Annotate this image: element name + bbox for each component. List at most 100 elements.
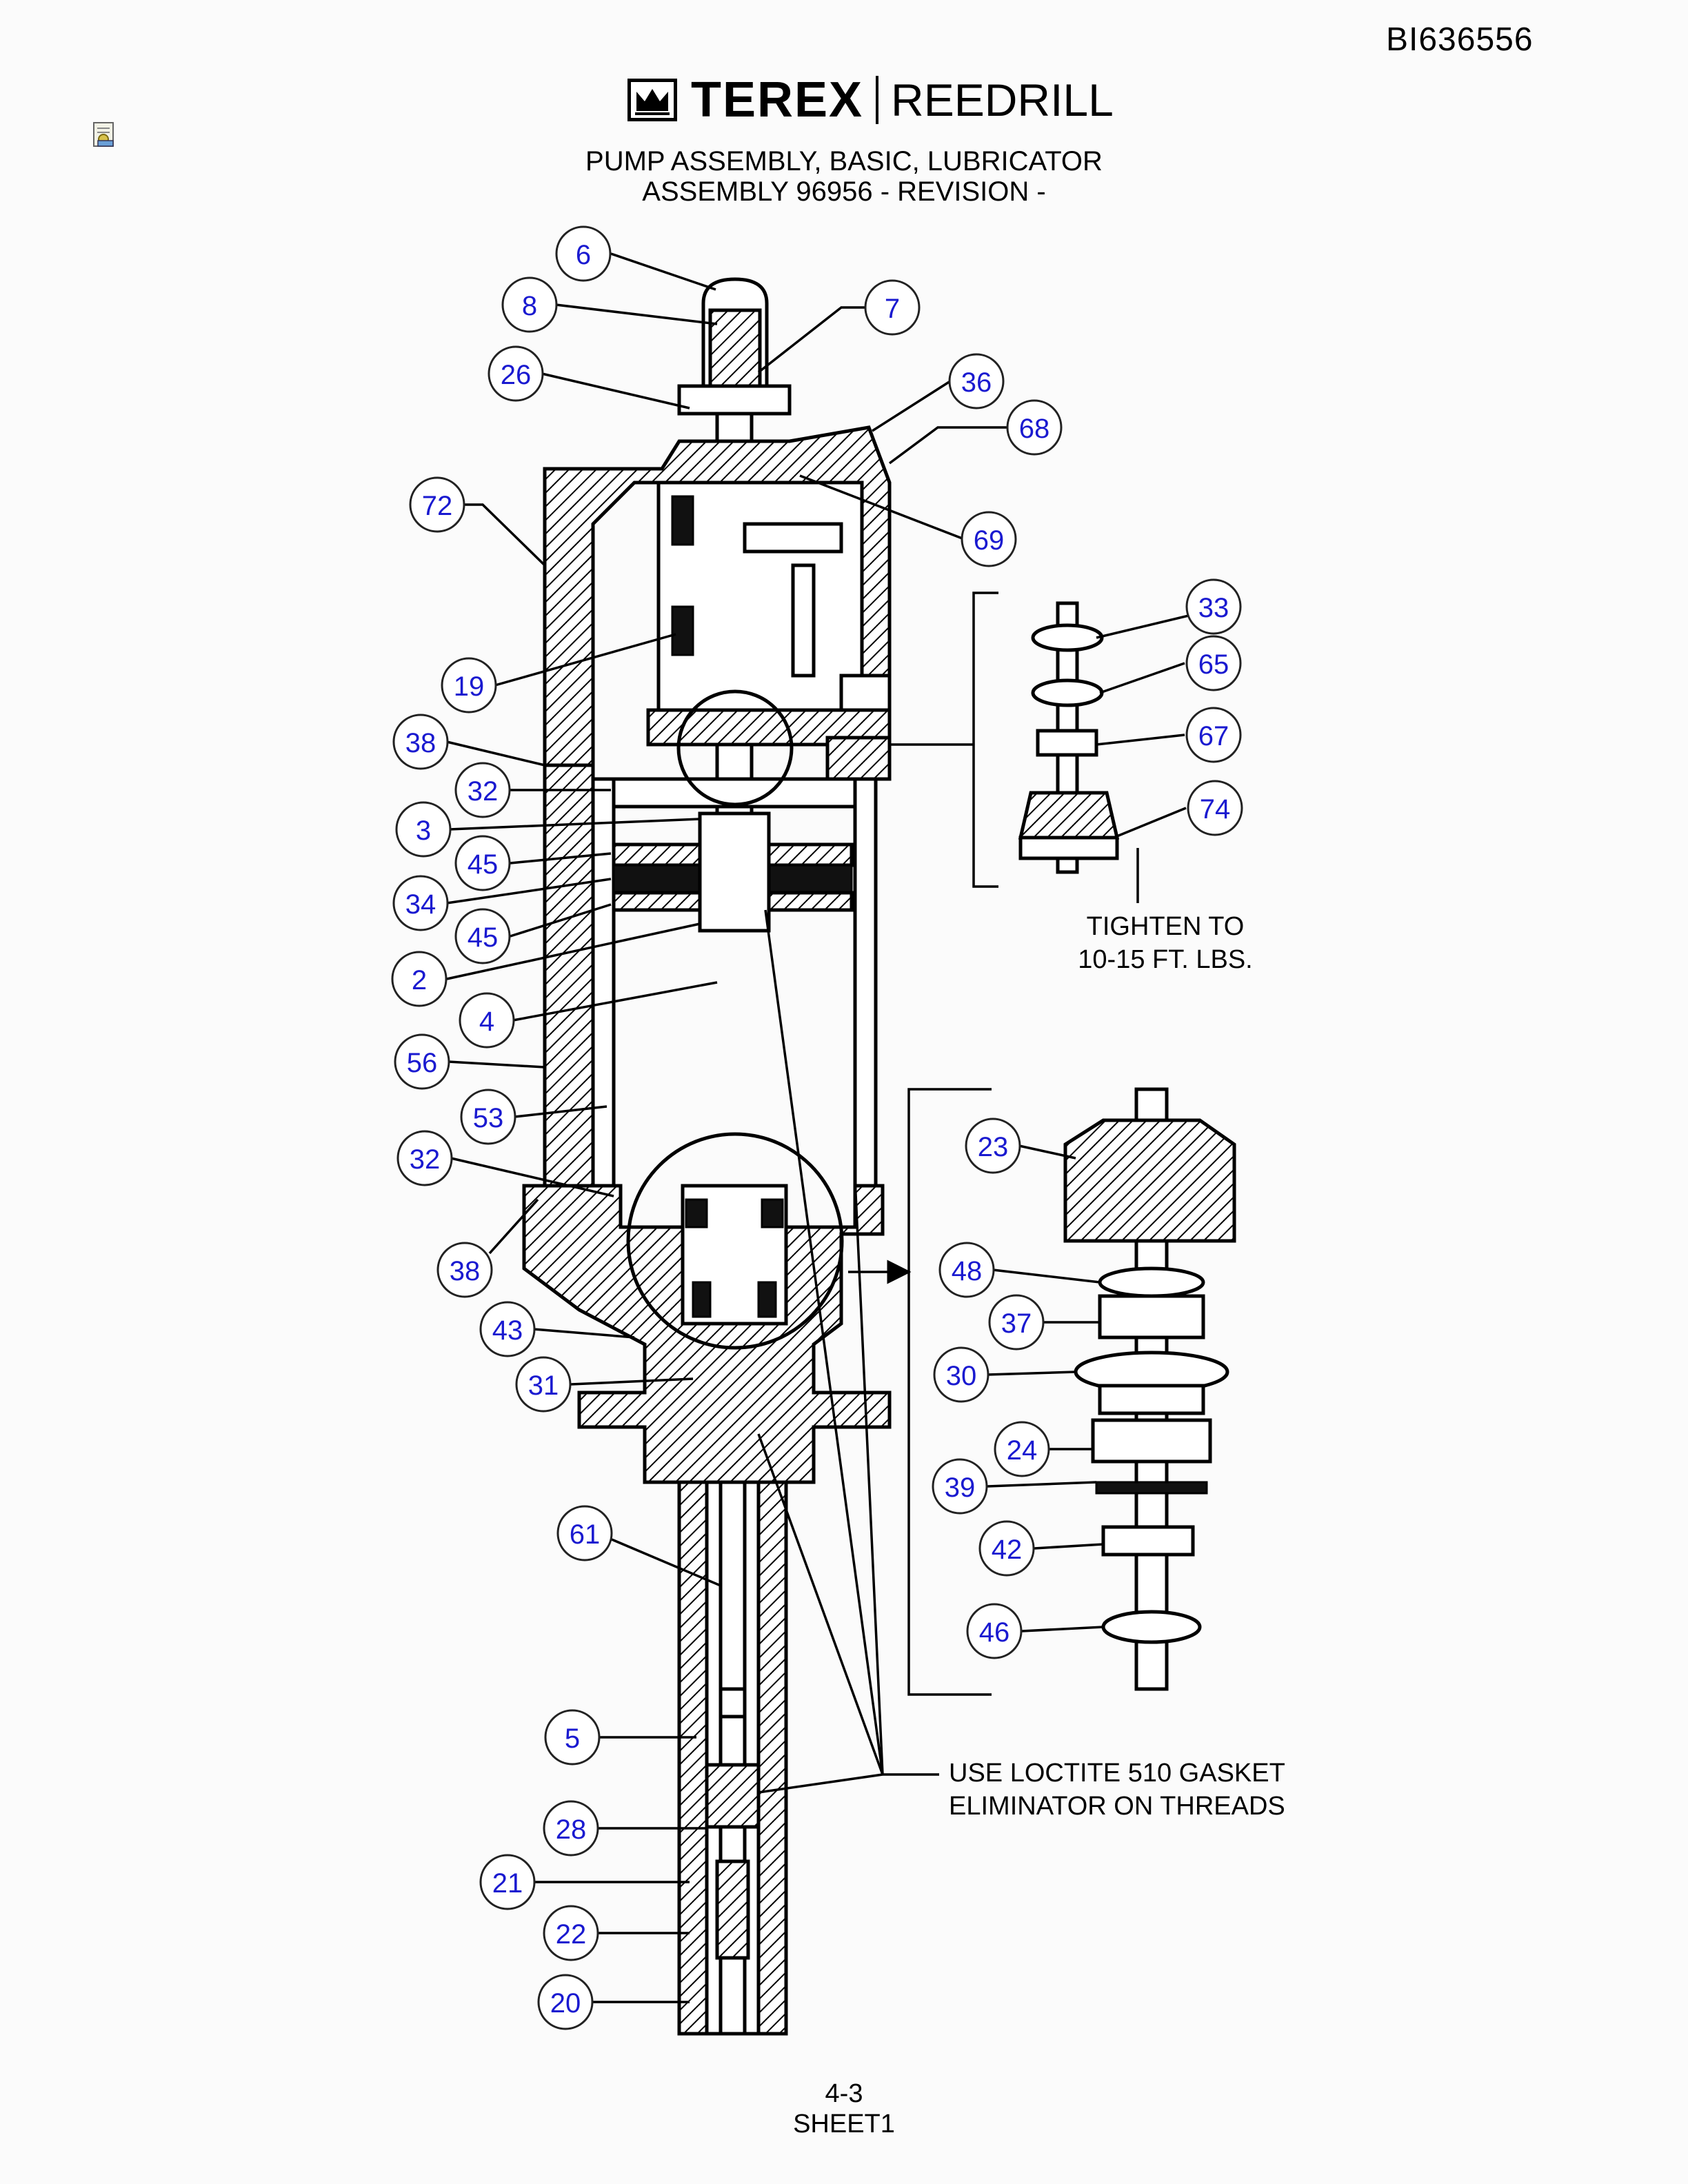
svg-text:65: 65 <box>1198 649 1229 680</box>
callout-46[interactable]: 46 <box>966 1603 1023 1659</box>
callout-32-lower[interactable]: 32 <box>396 1130 453 1186</box>
page-number: 4-3 <box>825 2079 863 2108</box>
callout-7[interactable]: 7 <box>864 279 921 336</box>
svg-text:19: 19 <box>454 671 485 702</box>
pump-body <box>522 277 892 2036</box>
callout-72[interactable]: 72 <box>409 476 465 533</box>
svg-text:43: 43 <box>492 1315 523 1346</box>
callout-67[interactable]: 67 <box>1185 707 1242 763</box>
callout-26[interactable]: 26 <box>488 345 544 402</box>
loctite-note-line2: ELIMINATOR ON THREADS <box>949 1792 1285 1821</box>
callout-53[interactable]: 53 <box>460 1089 516 1145</box>
callout-45-upper[interactable]: 45 <box>454 835 511 891</box>
callout-38-upper[interactable]: 38 <box>392 714 449 770</box>
svg-text:24: 24 <box>1007 1435 1038 1466</box>
svg-text:68: 68 <box>1019 414 1050 444</box>
svg-text:42: 42 <box>992 1535 1023 1565</box>
svg-text:4: 4 <box>479 1007 494 1037</box>
svg-text:7: 7 <box>885 294 900 324</box>
svg-text:37: 37 <box>1001 1308 1032 1339</box>
callout-56[interactable]: 56 <box>394 1033 450 1090</box>
svg-text:67: 67 <box>1198 721 1229 751</box>
brand-name: TEREX <box>691 72 864 128</box>
svg-text:39: 39 <box>945 1473 976 1503</box>
diagram-title: PUMP ASSEMBLY, BASIC, LUBRICATOR <box>585 146 1103 176</box>
svg-text:21: 21 <box>492 1868 523 1899</box>
svg-text:48: 48 <box>952 1256 983 1286</box>
callout-28[interactable]: 28 <box>543 1800 599 1857</box>
svg-text:33: 33 <box>1198 593 1229 623</box>
callout-39[interactable]: 39 <box>932 1458 988 1515</box>
product-name: REEDRILL <box>891 74 1114 125</box>
svg-text:38: 38 <box>405 728 436 758</box>
callout-23[interactable]: 23 <box>965 1118 1021 1174</box>
svg-text:26: 26 <box>501 360 532 390</box>
brand-logo: TEREX REEDRILL <box>627 72 1114 128</box>
callout-20[interactable]: 20 <box>537 1974 594 2030</box>
callout-19[interactable]: 19 <box>441 657 497 714</box>
document-id: BI636556 <box>1386 21 1534 58</box>
svg-text:31: 31 <box>528 1371 559 1401</box>
svg-text:2: 2 <box>412 965 427 995</box>
svg-text:45: 45 <box>468 922 499 953</box>
callout-6[interactable]: 6 <box>555 225 612 282</box>
callout-45-lower[interactable]: 45 <box>454 908 511 964</box>
callout-37[interactable]: 37 <box>988 1294 1045 1351</box>
svg-text:6: 6 <box>576 240 591 270</box>
svg-text:32: 32 <box>410 1144 441 1175</box>
svg-text:22: 22 <box>556 1919 587 1950</box>
callout-31[interactable]: 31 <box>515 1356 572 1413</box>
loctite-note: USE LOCTITE 510 GASKET ELIMINATOR ON THR… <box>949 1757 1285 1823</box>
torque-note-line2: 10-15 FT. LBS. <box>1078 945 1253 974</box>
lower-seal-detail <box>848 1087 1236 1696</box>
callout-48[interactable]: 48 <box>938 1242 995 1298</box>
callout-8[interactable]: 8 <box>501 276 558 333</box>
svg-text:28: 28 <box>556 1814 587 1845</box>
callout-30[interactable]: 30 <box>933 1346 989 1403</box>
callout-68[interactable]: 68 <box>1006 399 1063 456</box>
callout-36[interactable]: 36 <box>948 353 1005 410</box>
torque-note: TIGHTEN TO 10-15 FT. LBS. <box>1034 910 1296 976</box>
callout-4[interactable]: 4 <box>459 992 515 1049</box>
loctite-note-line1: USE LOCTITE 510 GASKET <box>949 1759 1285 1788</box>
logo-divider <box>876 76 879 124</box>
callout-43[interactable]: 43 <box>479 1301 536 1357</box>
sheet-label: SHEET1 <box>793 2110 895 2138</box>
callout-38-lower[interactable]: 38 <box>436 1242 493 1298</box>
callout-21[interactable]: 21 <box>479 1854 536 1910</box>
svg-text:46: 46 <box>979 1617 1010 1648</box>
callout-2[interactable]: 2 <box>391 951 448 1007</box>
svg-text:74: 74 <box>1200 794 1231 825</box>
svg-text:3: 3 <box>416 816 431 846</box>
callout-61[interactable]: 61 <box>556 1505 613 1561</box>
callout-34[interactable]: 34 <box>392 875 449 931</box>
svg-text:61: 61 <box>570 1519 601 1550</box>
upper-seal-detail <box>890 592 1120 888</box>
crown-logo-icon <box>627 79 677 121</box>
assembly-revision: ASSEMBLY 96956 - REVISION - <box>642 176 1046 207</box>
svg-text:36: 36 <box>961 367 992 398</box>
callout-22[interactable]: 22 <box>543 1905 599 1961</box>
torque-note-line1: TIGHTEN TO <box>1086 912 1245 941</box>
callout-leaders <box>446 252 1227 2003</box>
callout-3[interactable]: 3 <box>395 801 452 858</box>
svg-text:38: 38 <box>450 1256 481 1286</box>
callout-32-upper[interactable]: 32 <box>454 762 511 818</box>
callout-42[interactable]: 42 <box>978 1520 1035 1577</box>
callout-24[interactable]: 24 <box>994 1421 1050 1477</box>
callout-5[interactable]: 5 <box>544 1709 601 1766</box>
callout-74[interactable]: 74 <box>1187 780 1243 836</box>
callout-69[interactable]: 69 <box>961 511 1017 567</box>
svg-text:34: 34 <box>405 889 436 920</box>
svg-text:8: 8 <box>522 291 537 321</box>
svg-text:72: 72 <box>422 491 453 521</box>
document-link-icon[interactable] <box>91 121 119 149</box>
svg-text:20: 20 <box>550 1988 581 2019</box>
svg-text:30: 30 <box>946 1361 977 1391</box>
svg-text:5: 5 <box>565 1723 580 1754</box>
callout-33[interactable]: 33 <box>1185 578 1242 635</box>
svg-text:23: 23 <box>978 1132 1009 1162</box>
callout-65[interactable]: 65 <box>1185 635 1242 691</box>
svg-text:56: 56 <box>407 1048 438 1078</box>
